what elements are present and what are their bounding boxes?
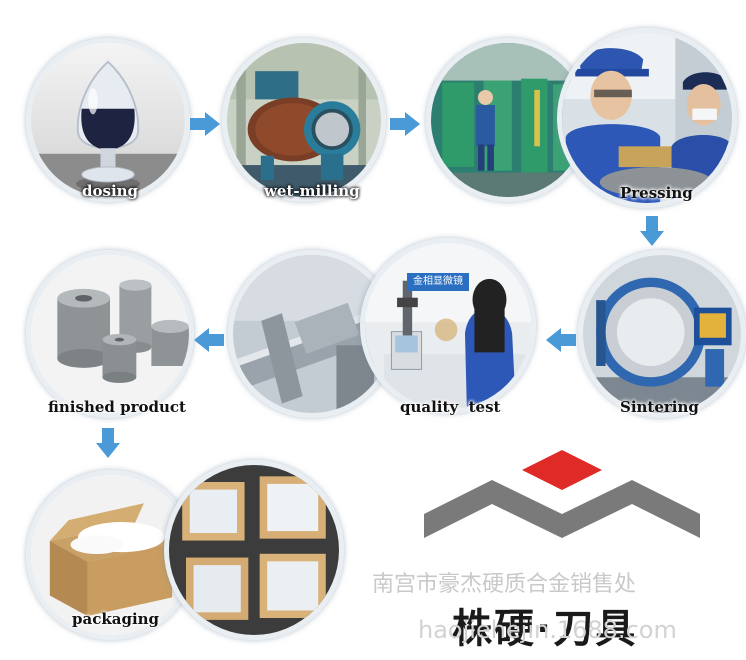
arrow-right-icon bbox=[190, 112, 220, 140]
arrow-left-icon bbox=[546, 328, 576, 356]
lab-sign: 金相显微镜 bbox=[407, 273, 469, 291]
finished-product-photo bbox=[26, 250, 194, 418]
quality-test-photo: 金相显微镜 bbox=[360, 238, 536, 414]
step-label-finished-product: finished product bbox=[48, 398, 186, 416]
arrow-left-icon bbox=[194, 328, 224, 356]
wet-milling-photo bbox=[222, 38, 386, 202]
step-label-dosing: dosing bbox=[82, 182, 139, 200]
sintering-photo bbox=[578, 250, 746, 418]
step-label-packaging: packaging bbox=[72, 610, 160, 628]
step-label-wet-milling: wet-milling bbox=[264, 182, 360, 200]
company-logo bbox=[420, 446, 720, 576]
packaging-box-photo bbox=[26, 470, 196, 640]
arrow-down-icon bbox=[640, 216, 664, 250]
logo-gray-chevron bbox=[424, 480, 700, 538]
watermark-url: haojiehejin.1688.com bbox=[418, 616, 677, 644]
brand-name: 株硬·刀具 bbox=[452, 606, 638, 652]
step-label-quality-test: quality test bbox=[400, 398, 501, 416]
watermark-company: 南宫市豪杰硬质合金销售处 bbox=[372, 572, 637, 597]
arrow-right-icon bbox=[390, 112, 420, 140]
step-label-pressing: Pressing bbox=[620, 184, 693, 202]
dosing-photo bbox=[26, 38, 190, 202]
wooden-crates-photo bbox=[164, 460, 344, 640]
logo-red-diamond bbox=[522, 450, 602, 490]
step-label-sintering: Sintering bbox=[620, 398, 699, 416]
arrow-down-icon bbox=[96, 428, 120, 462]
pressing-photo bbox=[557, 28, 737, 208]
